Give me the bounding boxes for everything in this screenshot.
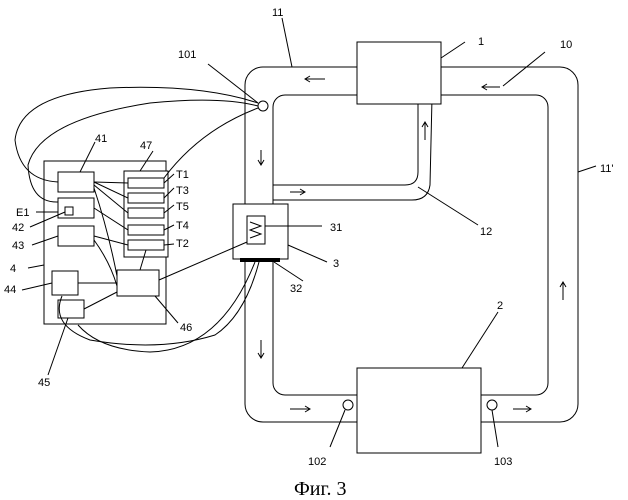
label-1: 1 — [478, 36, 484, 48]
input-e1 — [65, 207, 73, 215]
label-42: 42 — [12, 222, 24, 234]
block-41 — [58, 172, 94, 192]
label-44: 44 — [4, 284, 16, 296]
label-47: 47 — [140, 140, 152, 152]
bypass-line-12 — [273, 98, 432, 200]
label-t1: T1 — [176, 169, 189, 181]
unit-1 — [357, 42, 441, 104]
label-4: 4 — [10, 263, 16, 275]
label-31: 31 — [330, 222, 342, 234]
terminal-t2 — [128, 240, 164, 250]
label-t2: T2 — [176, 238, 189, 250]
block-45 — [58, 300, 84, 318]
terminal-t5 — [128, 208, 164, 218]
label-102: 102 — [308, 456, 326, 468]
label-t3: T3 — [176, 185, 189, 197]
sensor-101 — [258, 101, 268, 111]
label-41: 41 — [95, 133, 107, 145]
terminal-t1 — [128, 178, 164, 188]
controller-4 — [44, 161, 168, 324]
label-11prime: 11' — [600, 163, 614, 175]
label-12: 12 — [480, 226, 492, 238]
label-101: 101 — [178, 49, 196, 61]
block-42 — [58, 198, 94, 218]
label-103: 103 — [494, 456, 512, 468]
block-44 — [52, 271, 78, 295]
sensor-strip-32 — [240, 258, 280, 262]
block-43 — [58, 226, 94, 246]
label-32: 32 — [290, 283, 302, 295]
sensor-103 — [487, 400, 497, 410]
label-10: 10 — [560, 39, 572, 51]
label-t5: T5 — [176, 201, 189, 213]
figure-caption: Фиг. 3 — [294, 478, 346, 500]
unit-3 — [233, 204, 288, 262]
label-11: 11 — [272, 7, 283, 19]
block-46 — [117, 270, 159, 296]
unit-2 — [357, 368, 481, 453]
label-2: 2 — [497, 300, 503, 312]
label-46: 46 — [180, 322, 192, 334]
terminal-t3 — [128, 193, 164, 203]
label-t4: T4 — [176, 220, 189, 232]
flow-arrows — [258, 76, 566, 412]
terminal-t4 — [128, 225, 164, 235]
label-43: 43 — [12, 240, 24, 252]
label-45: 45 — [38, 377, 50, 389]
label-3: 3 — [333, 258, 339, 270]
label-e1: E1 — [16, 207, 29, 219]
sensor-102 — [343, 400, 353, 410]
